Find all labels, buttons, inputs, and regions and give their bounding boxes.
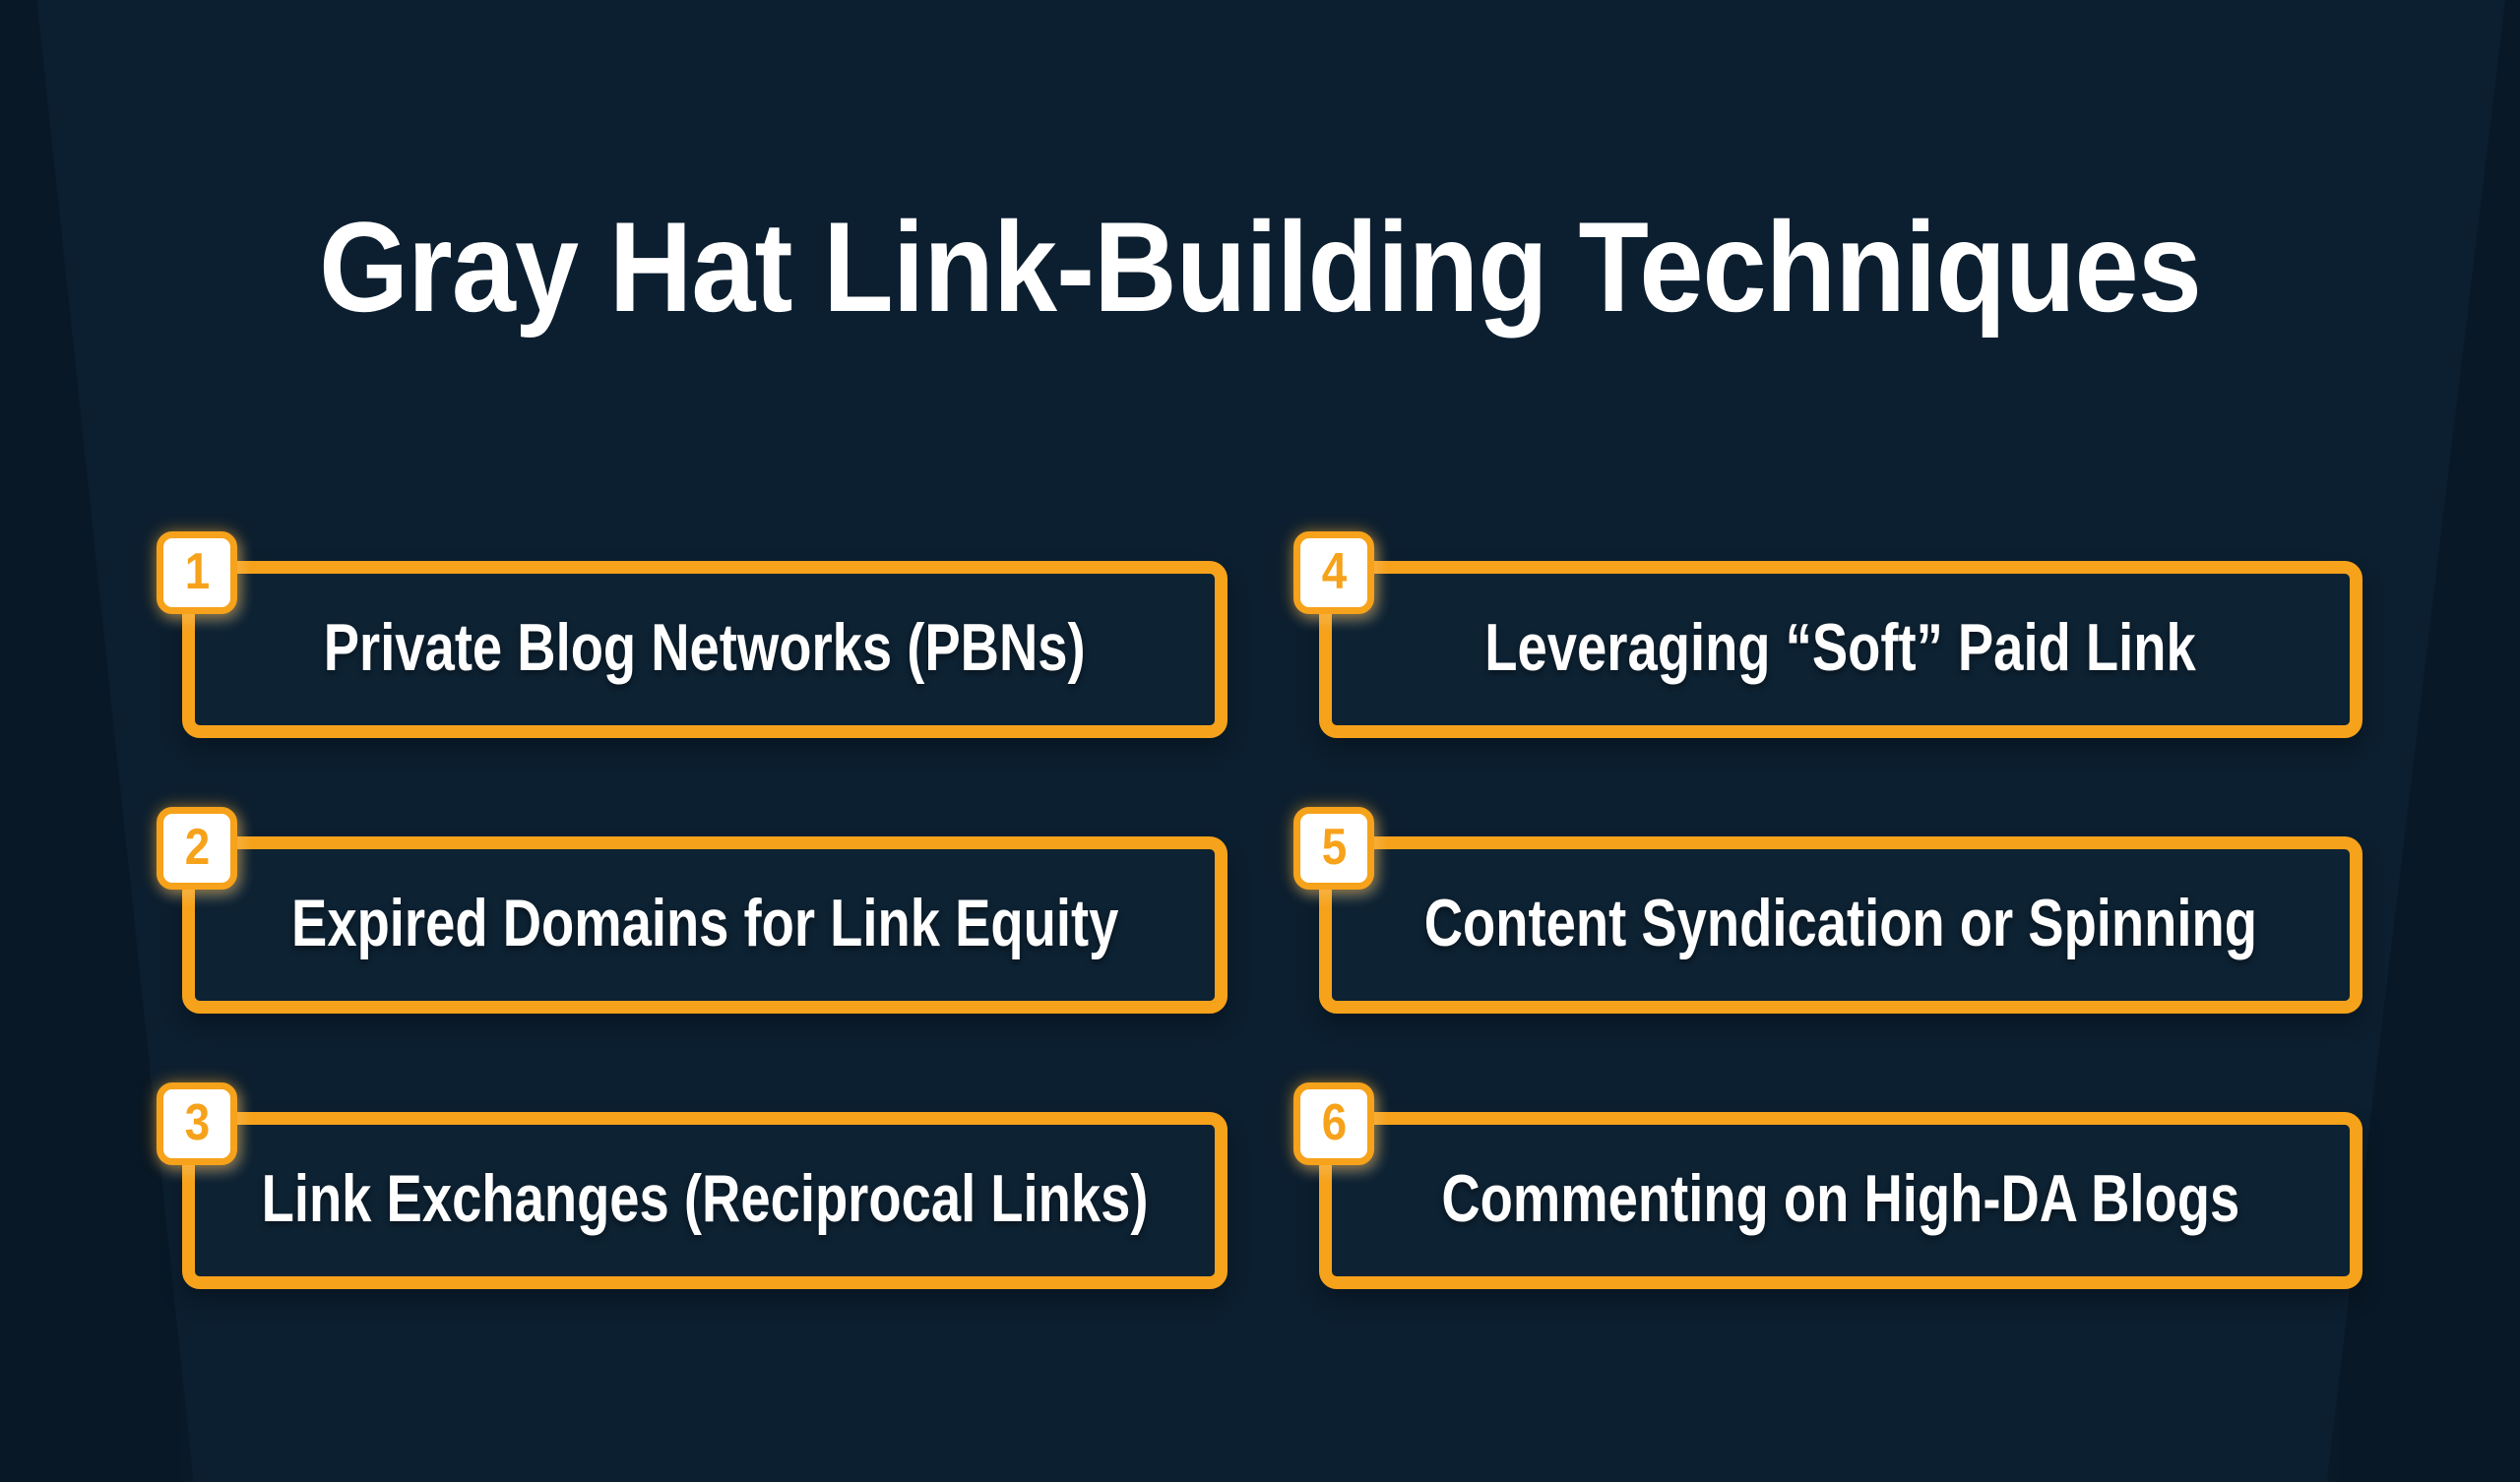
technique-card: 1 Private Blog Networks (PBNs) [157, 531, 1228, 738]
technique-number-badge: 1 [157, 531, 237, 614]
technique-number: 5 [1321, 818, 1347, 876]
technique-number-badge: 3 [157, 1082, 237, 1165]
technique-number-badge: 6 [1293, 1082, 1374, 1165]
technique-label: Content Syndication or Spinning [1423, 886, 2258, 960]
technique-label: Link Exchanges (Reciprocal Links) [261, 1161, 1149, 1236]
technique-label: Leveraging “Soft” Paid Link [1484, 610, 2197, 685]
techniques-grid: 1 Private Blog Networks (PBNs) 2 Expired… [157, 531, 2362, 1289]
technique-card: 5 Content Syndication or Spinning [1293, 807, 2362, 1014]
technique-number: 6 [1321, 1093, 1347, 1151]
page-title: Gray Hat Link-Building Techniques [319, 195, 2202, 339]
technique-label: Private Blog Networks (PBNs) [324, 610, 1086, 685]
technique-number: 1 [184, 542, 210, 600]
technique-card: 3 Link Exchanges (Reciprocal Links) [157, 1082, 1228, 1289]
technique-number: 2 [184, 818, 210, 876]
technique-number-badge: 2 [157, 807, 237, 890]
technique-number: 4 [1321, 542, 1347, 600]
technique-number-badge: 5 [1293, 807, 1374, 890]
technique-label: Commenting on High-DA Blogs [1441, 1161, 2240, 1236]
technique-card: 2 Expired Domains for Link Equity [157, 807, 1228, 1014]
technique-number: 3 [184, 1093, 210, 1151]
technique-number-badge: 4 [1293, 531, 1374, 614]
technique-label: Expired Domains for Link Equity [290, 886, 1119, 960]
technique-card: 4 Leveraging “Soft” Paid Link [1293, 531, 2362, 738]
technique-card: 6 Commenting on High-DA Blogs [1293, 1082, 2362, 1289]
